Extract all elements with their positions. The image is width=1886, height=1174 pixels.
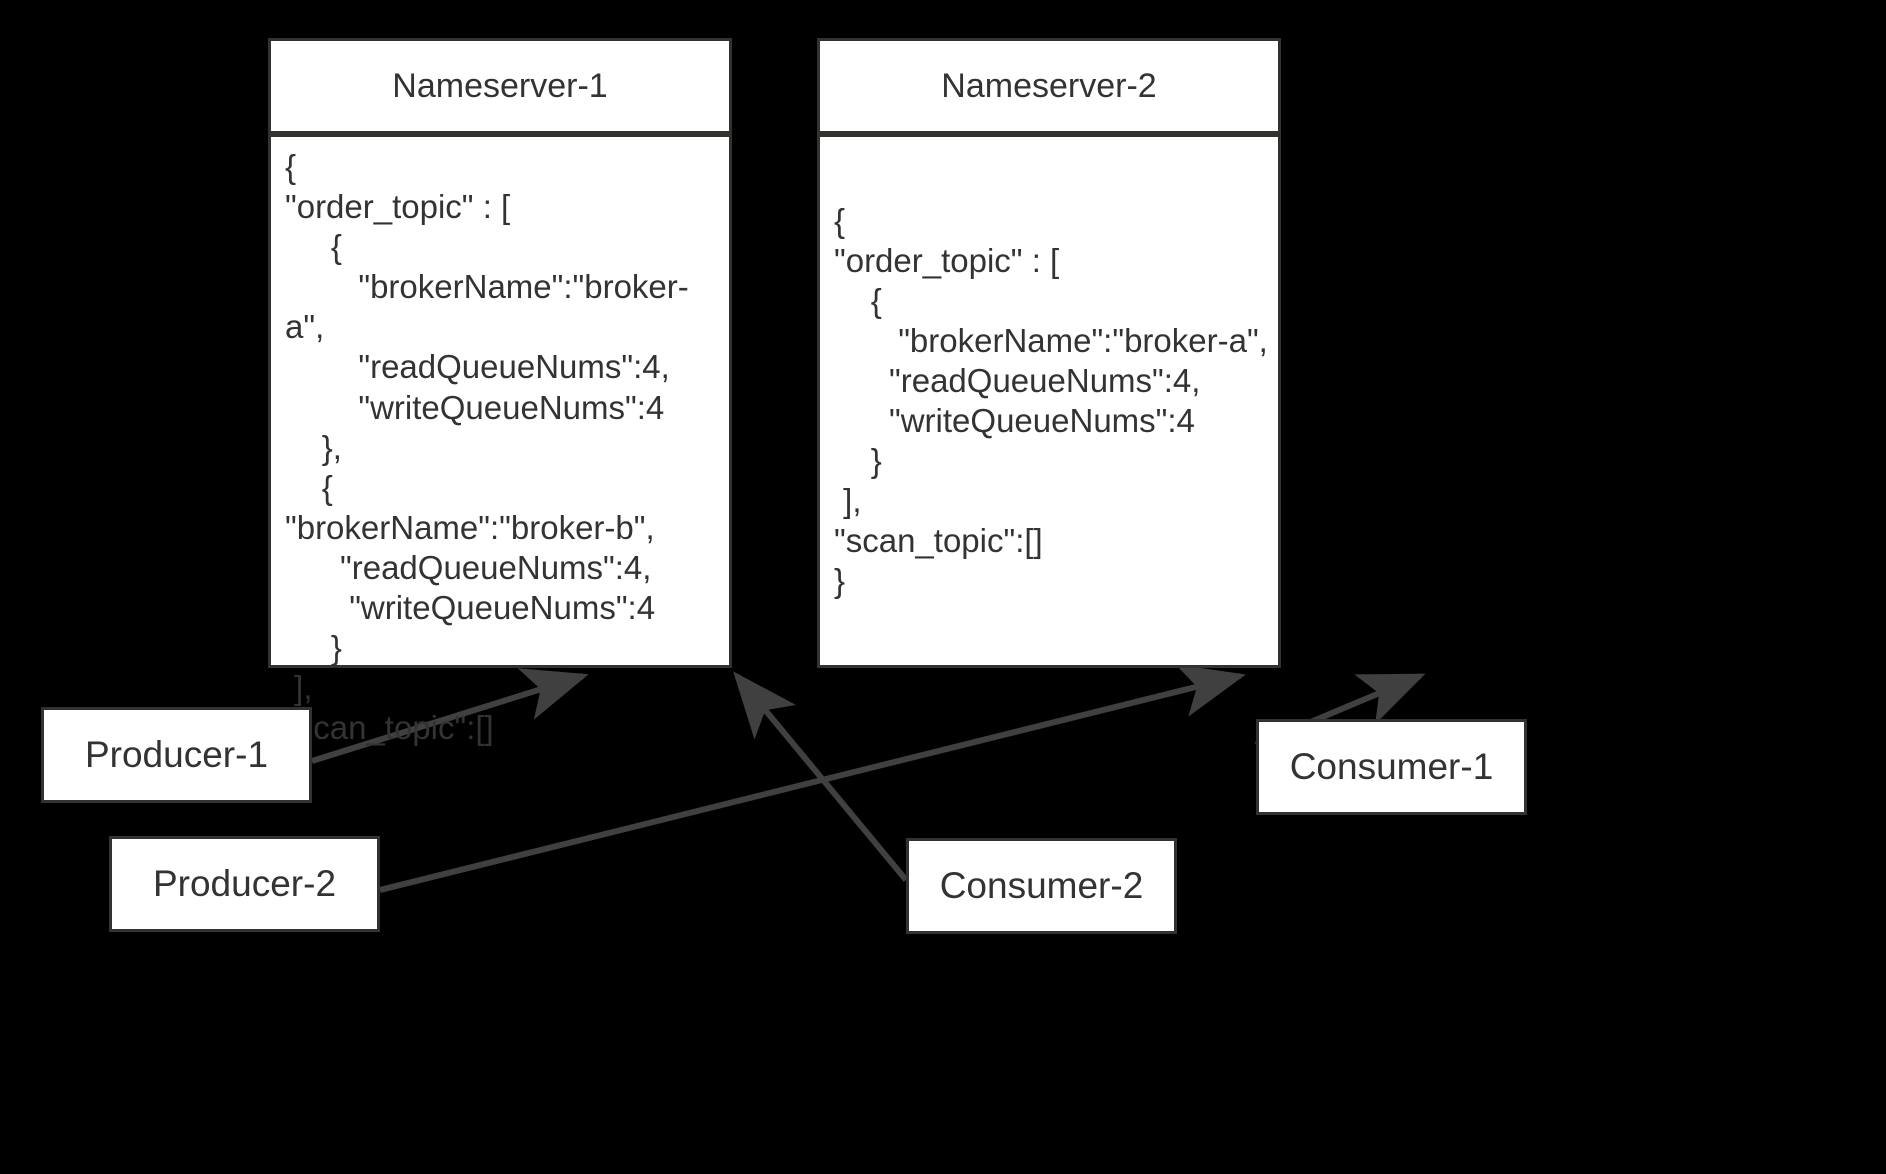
consumer-1-label: Consumer-1: [1289, 746, 1494, 787]
nameserver-2-title: Nameserver-2: [820, 41, 1278, 137]
edge-producer-2-to-nameserver-2: [379, 664, 1246, 893]
nameserver-1-title: Nameserver-1: [271, 41, 729, 137]
edge-consumer-2-to-nameserver-1: [733, 671, 909, 882]
nameserver-2-node[interactable]: Nameserver-2 { "order_topic" : [ { "brok…: [817, 38, 1281, 668]
consumer-2-label: Consumer-2: [939, 865, 1144, 906]
producer-1-label: Producer-1: [84, 734, 269, 775]
edge-producer-1-to-nameserver-1: [311, 668, 589, 764]
consumer-2-node[interactable]: Consumer-2: [906, 838, 1177, 934]
producer-2-label: Producer-2: [152, 863, 337, 904]
producer-2-node[interactable]: Producer-2: [109, 836, 380, 932]
nameserver-1-body: { "order_topic" : [ { "brokerName":"brok…: [285, 148, 689, 786]
consumer-1-node[interactable]: Consumer-1: [1256, 719, 1527, 815]
nameserver-2-body: { "order_topic" : [ { "brokerName":"brok…: [834, 201, 1268, 600]
nameserver-1-node[interactable]: Nameserver-1 { "order_topic" : [ { "brok…: [268, 38, 732, 786]
producer-1-node[interactable]: Producer-1: [41, 707, 312, 803]
